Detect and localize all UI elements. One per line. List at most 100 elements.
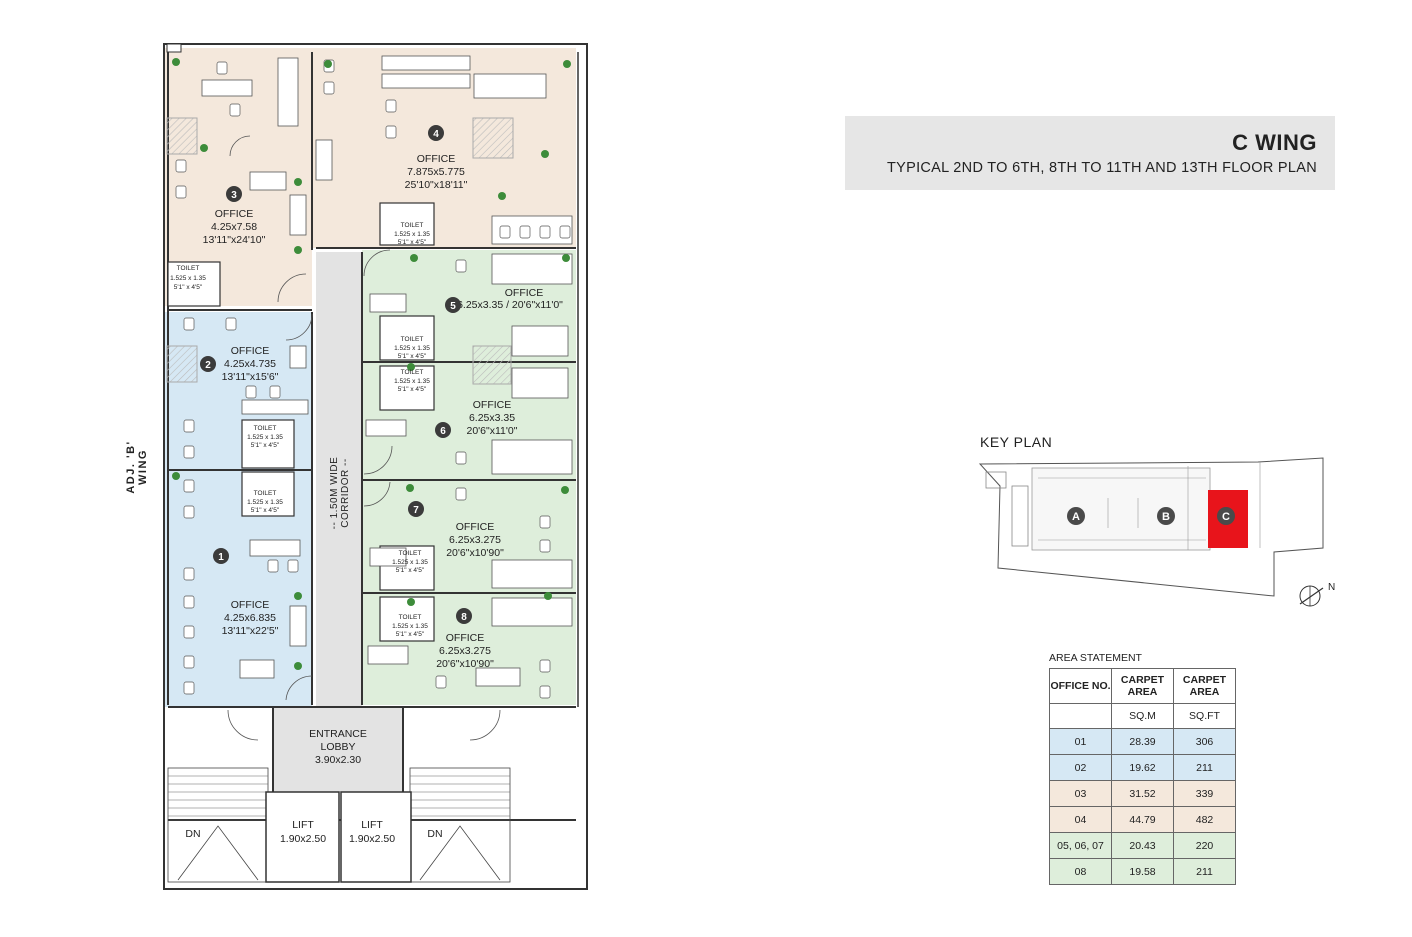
header-carpet-area-sqft: CARPET AREA xyxy=(1173,668,1236,704)
svg-text:4.25x7.58: 4.25x7.58 xyxy=(211,221,257,233)
svg-text:20'6"x10'90": 20'6"x10'90" xyxy=(436,658,494,670)
toilet-labels: TOILET 1.525 x 1.35 5'1" x 4'5" TOILET 1… xyxy=(170,222,430,638)
adjacent-wing-label: ADJ. 'B' WING xyxy=(125,440,149,494)
cell-office: 01 xyxy=(1049,728,1112,755)
svg-text:7: 7 xyxy=(413,505,419,516)
table-row: 08 19.58 211 xyxy=(1049,858,1236,885)
cell-sqm: 44.79 xyxy=(1111,806,1174,833)
svg-text:6.25x3.35: 6.25x3.35 xyxy=(469,412,515,424)
svg-text:6.25x3.275: 6.25x3.275 xyxy=(439,645,491,657)
table-row: 01 28.39 306 xyxy=(1049,728,1236,755)
wing-a-marker xyxy=(1067,507,1085,525)
svg-text:DN: DN xyxy=(185,828,200,840)
north-arrow-icon xyxy=(1299,585,1324,607)
cell-sqft: 211 xyxy=(1173,754,1236,781)
cell-sqm: 28.39 xyxy=(1111,728,1174,755)
office-6-label: OFFICE 6.25x3.35 20'6"x11'0" xyxy=(467,399,518,437)
svg-text:OFFICE: OFFICE xyxy=(231,599,270,611)
svg-text:OFFICE: OFFICE xyxy=(215,208,254,220)
cell-sqft: 306 xyxy=(1173,728,1236,755)
cell-office: 03 xyxy=(1049,780,1112,807)
stair-labels: DN DN xyxy=(185,828,442,840)
office-2-label: OFFICE 4.25x4.735 13'11"x15'6" xyxy=(222,345,279,383)
svg-text:TOILET: TOILET xyxy=(401,369,424,376)
table-row: 04 44.79 482 xyxy=(1049,806,1236,833)
plants xyxy=(172,58,571,670)
svg-text:7.875x5.775: 7.875x5.775 xyxy=(407,166,465,178)
svg-text:5'1" x 4'5": 5'1" x 4'5" xyxy=(398,239,427,246)
svg-text:ENTRANCE: ENTRANCE xyxy=(309,728,367,740)
svg-text:5'1" x 4'5": 5'1" x 4'5" xyxy=(396,567,425,574)
shafts xyxy=(166,117,514,385)
svg-text:1.525 x 1.35: 1.525 x 1.35 xyxy=(392,559,428,566)
svg-text:TOILET: TOILET xyxy=(399,550,422,557)
cell-office: 08 xyxy=(1049,858,1112,885)
svg-text:TOILET: TOILET xyxy=(399,614,422,621)
svg-text:20'6"x10'90": 20'6"x10'90" xyxy=(446,547,504,559)
svg-text:OFFICE: OFFICE xyxy=(456,521,495,533)
svg-text:6: 6 xyxy=(440,426,446,437)
corridor-area xyxy=(316,252,362,707)
svg-text:TOILET: TOILET xyxy=(254,490,277,497)
svg-text:TOILET: TOILET xyxy=(401,222,424,229)
svg-text:1.525 x 1.35: 1.525 x 1.35 xyxy=(247,434,283,441)
svg-text:8: 8 xyxy=(461,612,467,623)
svg-text:5: 5 xyxy=(450,301,456,312)
unit-sqm: SQ.M xyxy=(1111,703,1174,729)
lift-labels: LIFT 1.90x2.50 LIFT 1.90x2.50 xyxy=(280,819,395,845)
wing-c-label: C xyxy=(1222,511,1230,523)
table-row: 05, 06, 07 20.43 220 xyxy=(1049,832,1236,859)
svg-text:4.25x4.735: 4.25x4.735 xyxy=(224,358,276,370)
svg-text:13'11"x24'10": 13'11"x24'10" xyxy=(203,234,266,246)
furniture xyxy=(201,55,573,687)
area-statement-title: AREA STATEMENT xyxy=(1049,652,1142,664)
page-title: C WING xyxy=(1232,130,1317,155)
cell-sqft: 220 xyxy=(1173,832,1236,859)
cell-sqft: 339 xyxy=(1173,780,1236,807)
table-units-row: SQ.M SQ.FT xyxy=(1049,703,1236,729)
cell-sqm: 19.62 xyxy=(1111,754,1174,781)
svg-text:1.525 x 1.35: 1.525 x 1.35 xyxy=(392,623,428,630)
key-plan-title: KEY PLAN xyxy=(980,434,1053,450)
office-7-label: OFFICE 6.25x3.275 20'6"x10'90" xyxy=(446,521,504,559)
svg-text:3: 3 xyxy=(231,190,237,201)
svg-text:6.25x3.35 / 20'6"x11'0": 6.25x3.35 / 20'6"x11'0" xyxy=(457,299,563,311)
svg-text:TOILET: TOILET xyxy=(254,425,277,432)
key-plan-diagram: A B C N xyxy=(978,457,1335,607)
floor-plan: OFFICE 4.25x7.58 13'11"x24'10" OFFICE 7.… xyxy=(163,43,588,890)
chairs xyxy=(175,59,571,699)
office-4-label: OFFICE 7.875x5.775 25'10"x18'11" xyxy=(405,153,468,191)
office-1-label: OFFICE 4.25x6.835 13'11"x22'5" xyxy=(222,599,279,637)
svg-text:20'6"x11'0": 20'6"x11'0" xyxy=(467,425,518,437)
cell-office: 02 xyxy=(1049,754,1112,781)
cell-sqm: 31.52 xyxy=(1111,780,1174,807)
svg-text:13'11"x22'5": 13'11"x22'5" xyxy=(222,625,279,637)
svg-text:1.525 x 1.35: 1.525 x 1.35 xyxy=(170,275,206,282)
svg-text:OFFICE: OFFICE xyxy=(505,287,544,299)
svg-text:1.90x2.50: 1.90x2.50 xyxy=(280,833,326,845)
cell-sqm: 20.43 xyxy=(1111,832,1174,859)
svg-text:1.90x2.50: 1.90x2.50 xyxy=(349,833,395,845)
lift-shafts xyxy=(265,791,412,883)
svg-text:5'1" x 4'5": 5'1" x 4'5" xyxy=(398,386,427,393)
svg-text:OFFICE: OFFICE xyxy=(417,153,456,165)
door-swings xyxy=(227,135,501,741)
svg-text:5'1" x 4'5": 5'1" x 4'5" xyxy=(174,284,203,291)
svg-text:TOILET: TOILET xyxy=(177,265,200,272)
svg-text:5'1" x 4'5": 5'1" x 4'5" xyxy=(398,353,427,360)
svg-text:LOBBY: LOBBY xyxy=(320,741,355,753)
svg-text:LIFT: LIFT xyxy=(292,819,314,831)
office-number-badges: 3 4 2 1 5 6 7 8 xyxy=(200,125,472,624)
header-office-no: OFFICE NO. xyxy=(1049,668,1112,704)
stair-treads xyxy=(168,775,510,817)
wing-b-label: B xyxy=(1162,511,1170,523)
svg-text:6.25x3.275: 6.25x3.275 xyxy=(449,534,501,546)
unit-sqft: SQ.FT xyxy=(1173,703,1236,729)
svg-text:1: 1 xyxy=(218,552,224,563)
svg-text:OFFICE: OFFICE xyxy=(473,399,512,411)
table-row: 03 31.52 339 xyxy=(1049,780,1236,807)
svg-text:OFFICE: OFFICE xyxy=(231,345,270,357)
svg-text:1.525 x 1.35: 1.525 x 1.35 xyxy=(247,499,283,506)
office-5-label: OFFICE 6.25x3.35 / 20'6"x11'0" xyxy=(457,287,563,311)
svg-text:5'1" x 4'5": 5'1" x 4'5" xyxy=(251,507,280,514)
